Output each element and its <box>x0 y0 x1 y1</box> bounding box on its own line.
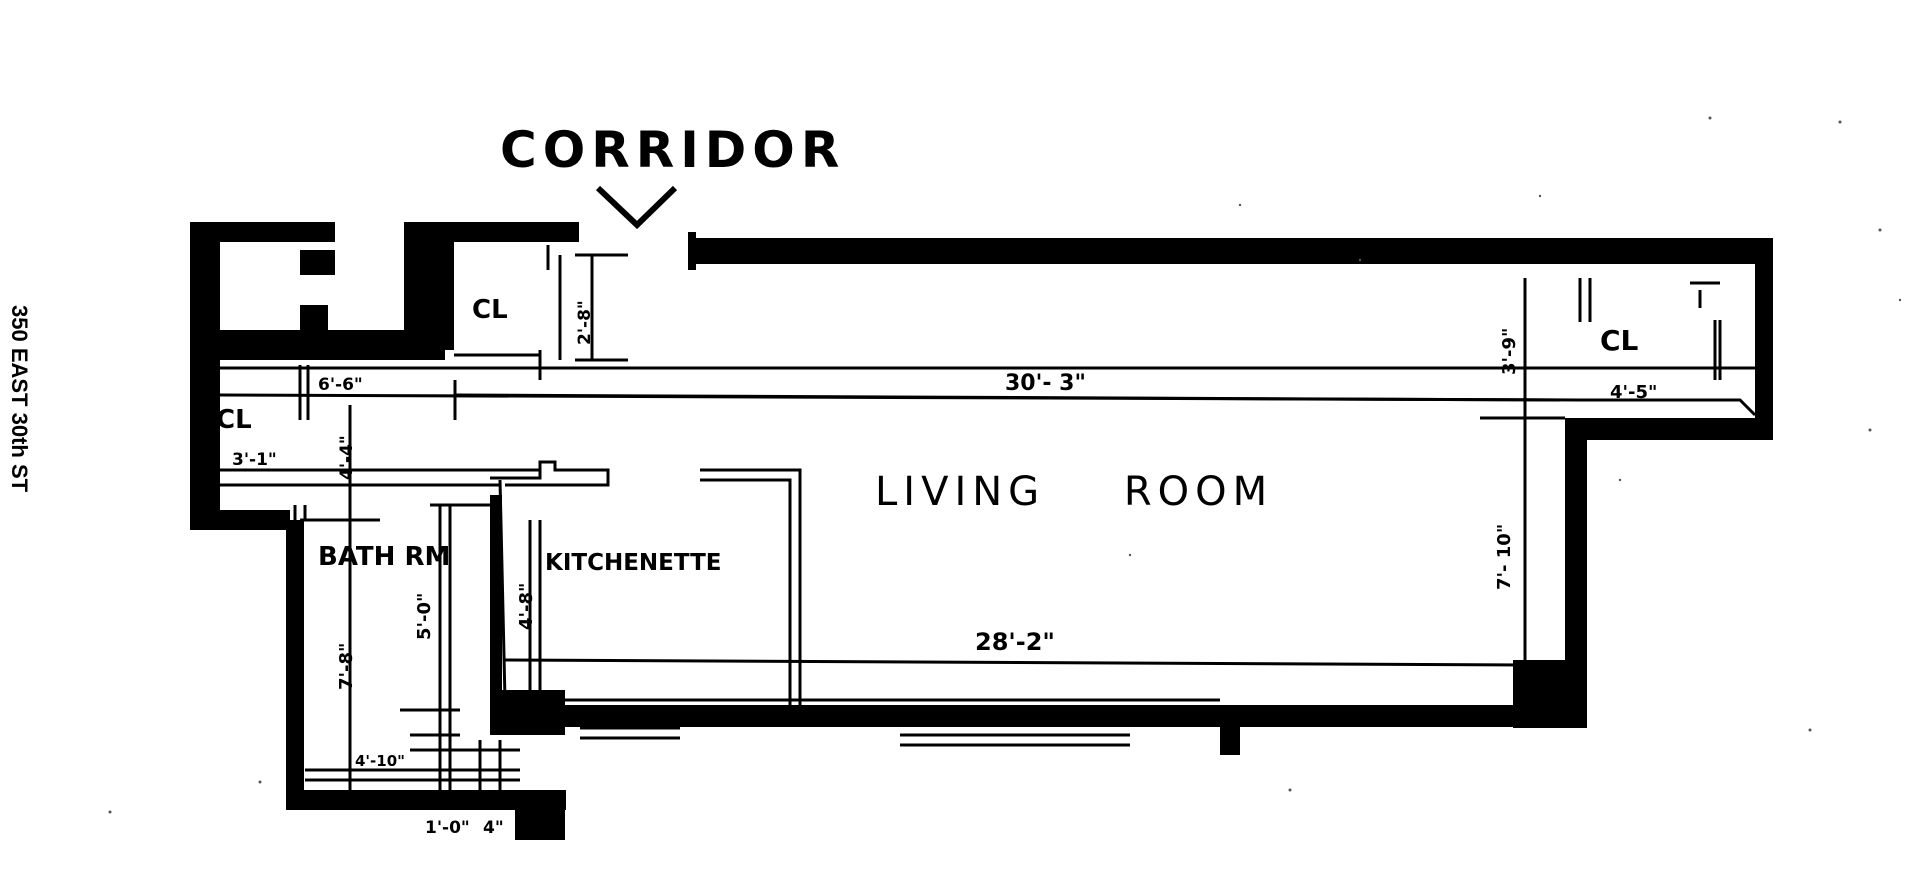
corridor-label: CORRIDOR <box>500 121 845 179</box>
dim-left-closet-depth: 4'-4" <box>337 435 357 480</box>
dim-kitchen-depth: 4'-8" <box>516 583 537 630</box>
corridor-arrow-icon <box>595 185 678 230</box>
dim-bath-depth: 7'-8" <box>336 643 357 690</box>
closet-label-right: CL <box>1600 324 1639 357</box>
scan-specks <box>108 116 1902 814</box>
kitchenette-label: KITCHENETTE <box>545 550 722 576</box>
closet-label-left: CL <box>216 405 252 435</box>
dim-left-closet-width: 3'-1" <box>232 450 277 470</box>
dim-bath-inner: 5'-0" <box>414 593 435 640</box>
living-room-label: LIVING ROOM <box>875 469 1273 515</box>
dim-living-depth: 7'- 10" <box>1494 524 1515 590</box>
dim-bath-top: 6'-6" <box>318 375 363 395</box>
dim-right-closet-width: 4'-5" <box>1610 382 1657 403</box>
dim-living-length-lower: 28'-2" <box>975 628 1055 656</box>
interior-lines <box>219 245 1770 810</box>
walls <box>190 222 1773 840</box>
dim-living-length: 30'- 3" <box>1005 371 1086 396</box>
dim-bottom-b: 4" <box>483 818 504 838</box>
dim-bath-width: 4'-10" <box>355 752 405 770</box>
address-label: 350 EAST 30th ST <box>7 305 32 493</box>
dim-bottom-a: 1'-0" <box>425 818 470 838</box>
dim-right-closet-depth: 3'-9" <box>1499 328 1520 375</box>
dim-top-closet-depth: 2'-8" <box>575 300 595 345</box>
closet-label-top: CL <box>472 295 508 325</box>
bath-label: BATH RM <box>318 542 450 572</box>
